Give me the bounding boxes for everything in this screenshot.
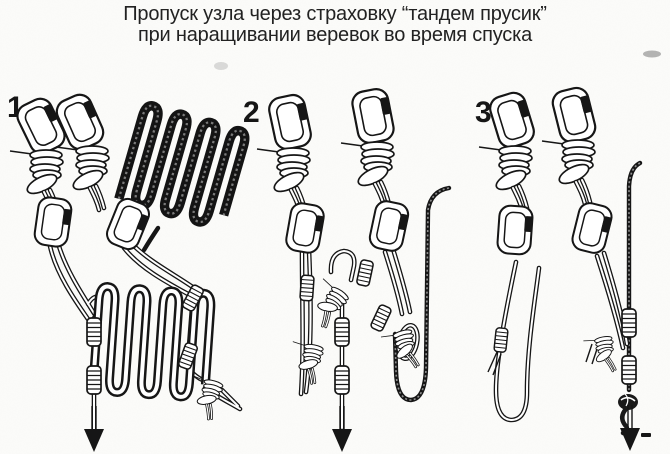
carabiner-icon	[32, 194, 75, 250]
prusik-barrel	[299, 274, 315, 302]
prusik-barrel	[621, 355, 637, 385]
rope-tails	[487, 343, 599, 376]
title-line-1: Пропуск узла через страховку “тандем пру…	[123, 3, 547, 25]
carabiner-icon	[495, 203, 535, 257]
prusik-barrel	[493, 326, 509, 354]
prusik-barrel	[334, 365, 350, 395]
figure-2-number: 2	[243, 96, 260, 129]
page-title: Пропуск узла через страховку “тандем пру…	[0, 4, 670, 46]
scan-smudge	[643, 50, 661, 58]
scan-smudge	[214, 62, 228, 70]
main-rope-dark	[628, 162, 641, 390]
prusik-barrel	[621, 308, 637, 338]
new-rope-dark	[392, 185, 452, 403]
figure-3-number: 3	[475, 96, 492, 129]
figure-2: 2	[243, 85, 452, 453]
figure-1: 1	[7, 89, 247, 453]
arrow-dash-mark	[641, 433, 651, 437]
title-line-2: при наращивании веревок во время спуска	[138, 24, 532, 46]
coil-strand	[141, 225, 161, 253]
prusik-barrel	[86, 317, 102, 347]
prusik-barrel	[86, 365, 102, 395]
prusik-barrel	[334, 317, 350, 347]
figure-3: 3	[475, 84, 651, 452]
